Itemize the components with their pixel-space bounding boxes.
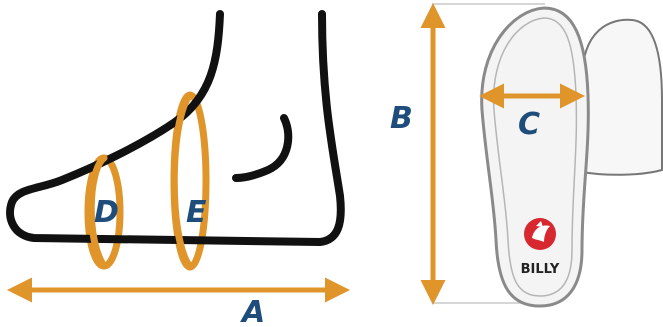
circumference-ring-e-front: [170, 91, 194, 271]
label-a: A: [240, 295, 265, 327]
billy-bird-logo-icon: [524, 218, 556, 250]
label-c: C: [518, 107, 540, 142]
label-e: E: [186, 195, 207, 230]
ankle-bone-outline: [232, 114, 293, 182]
foot-side-view: D E A: [6, 10, 350, 327]
insole-view: B C BILLY: [390, 3, 663, 308]
label-d: D: [94, 195, 119, 230]
circumference-ring-d-front: [87, 154, 108, 270]
shoe-tongue-flap: [581, 18, 663, 176]
brand-name: BILLY: [521, 262, 560, 277]
label-b: B: [390, 101, 413, 136]
